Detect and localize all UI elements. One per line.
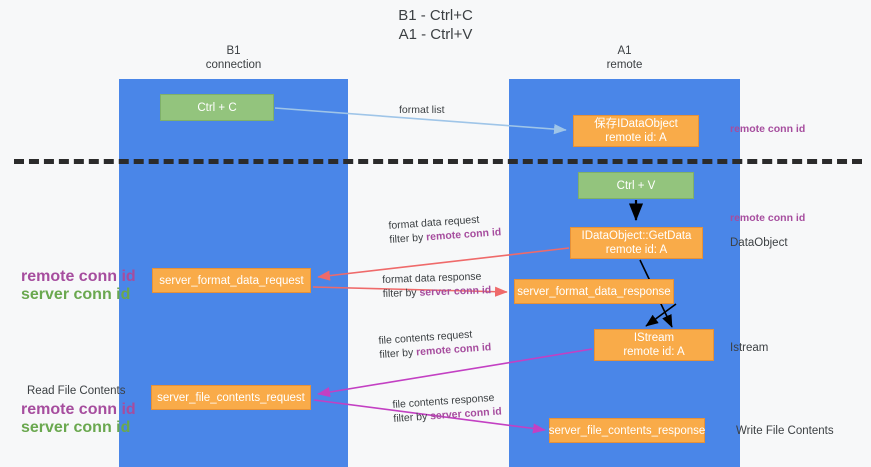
node-server-format-data-request[interactable]: server_format_data_request — [152, 268, 311, 293]
label-remote-conn-id-left-1: remote conn id — [21, 268, 136, 285]
label-read-file-contents: Read File Contents — [27, 385, 126, 397]
lane-header-a1: A1 remote — [606, 45, 643, 71]
flowlabel-filter-prefix: filter by — [382, 286, 420, 300]
flowlabel-filter-key: server conn id — [419, 284, 492, 299]
phase-divider — [14, 159, 862, 164]
label-istream-right: Istream — [730, 342, 769, 354]
arrow-response-to-istream — [645, 303, 677, 327]
flowlabel-filter-prefix: filter by — [379, 346, 417, 361]
label-server-conn-id-left-2: server conn id — [21, 419, 131, 436]
node-save-idataobject[interactable]: 保存IDataObject remote id: A — [573, 115, 699, 147]
arrow-format-list — [274, 107, 567, 135]
arrow-format-data-response — [312, 286, 508, 297]
arrow-file-contents-request — [317, 348, 593, 398]
node-server-file-contents-response[interactable]: server_file_contents_response — [549, 418, 705, 443]
label-remote-conn-id-left-2: remote conn id — [21, 401, 136, 418]
label-dataobject: DataObject — [730, 237, 788, 249]
node-server-format-data-response[interactable]: server_format_data_response — [514, 279, 674, 304]
node-ctrl-c[interactable]: Ctrl + C — [160, 94, 274, 121]
node-ctrl-v[interactable]: Ctrl + V — [578, 172, 694, 199]
label-server-conn-id-left-1: server conn id — [21, 286, 131, 303]
label-left-conn-ids-file: remote conn id server conn id — [21, 401, 136, 437]
node-istream[interactable]: IStream remote id: A — [594, 329, 714, 361]
diagram-title: B1 - Ctrl+C A1 - Ctrl+V — [398, 7, 473, 43]
label-remote-conn-id-mid: remote conn id — [730, 212, 806, 224]
arrow-format-data-request — [317, 247, 570, 281]
flowlabel-format-data-response: format data response filter by server co… — [382, 269, 491, 301]
label-format-list: format list — [399, 104, 445, 116]
label-remote-conn-id-top: remote conn id — [730, 123, 806, 135]
flowlabel-filter-prefix: filter by — [389, 231, 427, 246]
arrow-file-contents-response — [313, 399, 546, 434]
label-left-conn-ids-format: remote conn id server conn id — [21, 268, 136, 304]
flowlabel-filter-prefix: filter by — [393, 410, 431, 425]
node-server-file-contents-request[interactable]: server_file_contents_request — [151, 385, 311, 410]
lane-header-b1: B1 connection — [205, 45, 262, 71]
node-idataobject-getdata[interactable]: IDataObject::GetData remote id: A — [570, 227, 703, 259]
label-write-file-contents: Write File Contents — [736, 425, 834, 437]
